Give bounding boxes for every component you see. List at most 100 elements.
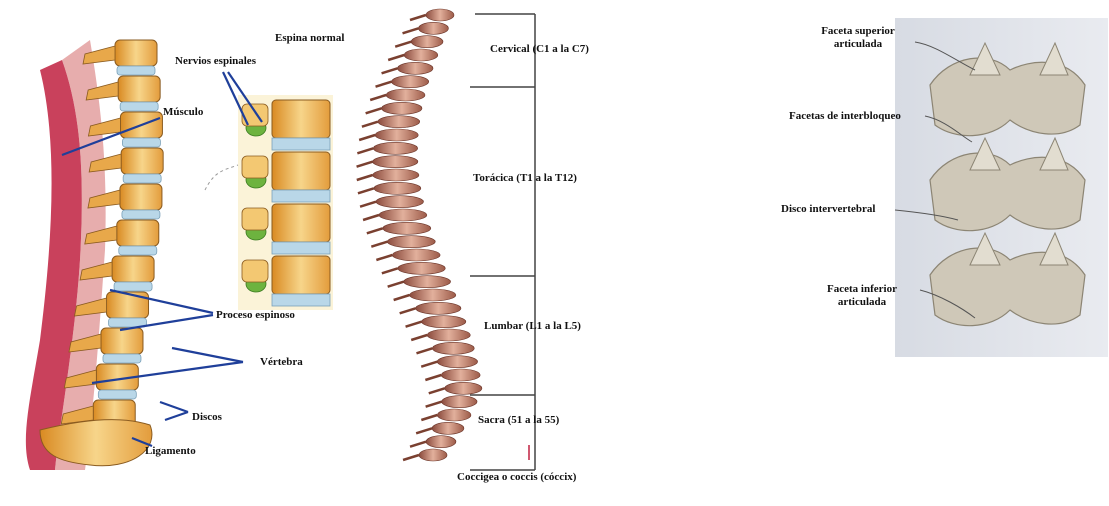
spine-process — [376, 255, 392, 260]
label-interlocking-facets: Facetas de interbloqueo — [789, 110, 901, 123]
spine-process — [410, 15, 426, 20]
label-superior-facet-line2: articulada — [808, 38, 908, 51]
spine-process — [400, 308, 416, 313]
zoom-disc — [272, 190, 330, 202]
spine-process — [416, 428, 432, 433]
spine-vertebra — [379, 209, 427, 221]
label-spinous-process: Proceso espinoso — [216, 309, 295, 322]
label-lumbar: Lumbar (L1 a la L5) — [484, 320, 581, 333]
spine-process — [357, 162, 373, 167]
zoom-vertebra — [272, 100, 330, 138]
disc — [123, 174, 161, 183]
disc — [117, 66, 155, 75]
spine-process — [411, 335, 427, 340]
label-superior-facet-line1: Faceta superior — [808, 25, 908, 38]
vertebra-body — [121, 148, 163, 174]
label-muscle: Músculo — [163, 106, 203, 119]
zoom-vertebra — [272, 256, 330, 294]
spine-process — [388, 282, 404, 287]
spine-vertebra — [427, 329, 470, 341]
label-inferior-facet-line1: Faceta inferior — [812, 283, 912, 296]
spine-process — [359, 135, 375, 140]
label-coccyx: Coccigea o coccis (cóccix) — [457, 471, 576, 484]
spine-process — [367, 228, 383, 233]
spine-vertebra — [416, 302, 461, 314]
spine-vertebra — [441, 369, 480, 381]
spine-vertebra — [376, 196, 423, 208]
label-spinal-nerves: Nervios espinales — [175, 55, 256, 68]
zoomed-spine-segment — [205, 95, 333, 310]
spine-process — [388, 55, 404, 60]
zoom-vertebra — [272, 204, 330, 242]
spine-vertebra — [398, 62, 433, 74]
disc — [122, 138, 160, 147]
spine-process — [370, 95, 386, 100]
spine-process — [429, 388, 445, 393]
spine-vertebra — [432, 422, 464, 434]
spine-process — [394, 295, 410, 300]
spine-vertebra — [419, 449, 447, 461]
zoom-disc — [272, 294, 330, 306]
spine-process — [358, 188, 374, 193]
region-bracket — [470, 14, 535, 470]
spine-process — [366, 108, 382, 113]
label-sacral: Sacra (51 a la 55) — [478, 414, 559, 427]
spine-vertebra — [437, 409, 471, 421]
spine-process — [426, 402, 442, 407]
spine-vertebra — [373, 169, 419, 181]
vertebra-body — [120, 184, 162, 210]
label-superior-facet: Faceta superior articulada — [808, 25, 908, 51]
spine-vertebra — [378, 116, 420, 128]
spine-column-illustration — [357, 9, 482, 461]
spine-process — [360, 202, 376, 207]
spine-process — [376, 82, 392, 87]
spine-process — [371, 242, 387, 247]
disc — [119, 246, 157, 255]
spine-vertebra — [373, 142, 417, 154]
spine-process — [421, 415, 437, 420]
spine-process — [421, 362, 437, 367]
spine-process — [425, 375, 441, 380]
spine-vertebra — [410, 289, 456, 301]
spine-process — [382, 268, 398, 273]
spine-vertebra — [383, 222, 431, 234]
spine-process — [357, 148, 373, 153]
vertebra-body — [107, 292, 149, 318]
label-thoracic: Torácica (T1 a la T12) — [473, 172, 577, 185]
zoom-disc — [272, 242, 330, 254]
spine-vertebra — [386, 89, 425, 101]
label-cervical: Cervical (C1 a la C7) — [490, 43, 589, 56]
spine-process — [382, 68, 398, 73]
spine-vertebra — [432, 342, 474, 354]
label-inferior-facet: Faceta inferior articulada — [812, 283, 912, 309]
label-vertebra: Vértebra — [260, 356, 303, 369]
spine-vertebra — [373, 156, 418, 168]
spine-vertebra — [392, 249, 440, 261]
label-ligament: Ligamento — [145, 445, 196, 458]
disc — [98, 390, 136, 399]
spine-process — [410, 442, 426, 447]
spine-vertebra — [392, 76, 429, 88]
label-normal-spine: Espina normal — [275, 32, 344, 45]
spine-vertebra — [422, 316, 466, 328]
spine-process — [357, 175, 373, 180]
spine-process — [403, 455, 419, 460]
spine-process — [406, 322, 422, 327]
spine-process — [363, 215, 379, 220]
vertebra-body — [101, 328, 143, 354]
spine-process — [416, 348, 432, 353]
spine-vertebra — [411, 36, 443, 48]
spine-vertebra — [404, 49, 438, 61]
spine-vertebra — [437, 356, 477, 368]
facet-joint-illustration — [895, 18, 1108, 357]
zoom-facet — [242, 260, 268, 282]
vertebra-body — [118, 76, 160, 102]
zoom-facet — [242, 208, 268, 230]
spine-vertebra — [382, 102, 422, 114]
vertebra-body — [112, 256, 154, 282]
disc — [122, 210, 160, 219]
spine-vertebra — [375, 129, 418, 141]
spine-process — [395, 42, 411, 47]
spine-vertebra — [442, 396, 477, 408]
